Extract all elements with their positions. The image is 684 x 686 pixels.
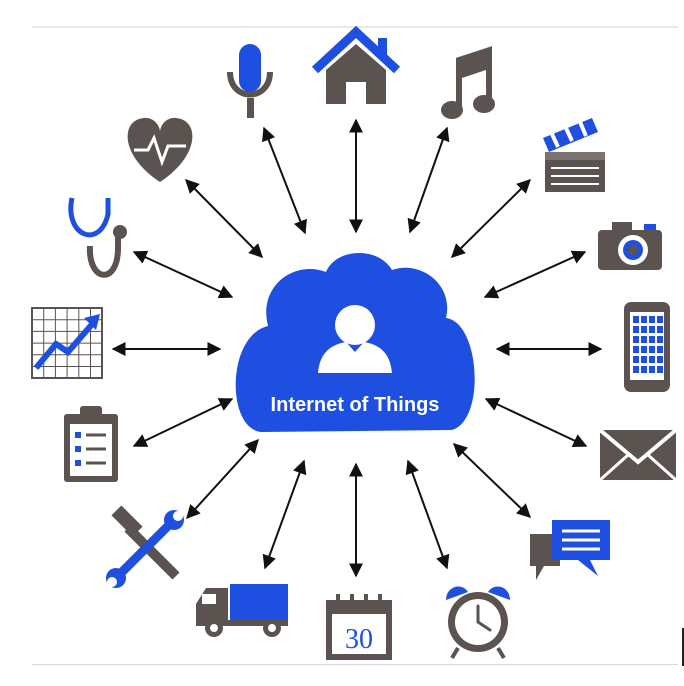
phone-app-tile [641, 356, 647, 363]
phone-app-tile [633, 366, 639, 373]
user-icon [318, 305, 392, 373]
alarm-clock-icon [446, 586, 510, 660]
phone-app-tile [641, 336, 647, 343]
phone-app-tile [649, 316, 655, 323]
growth-chart-icon [31, 307, 103, 379]
phone-app-tile [649, 326, 655, 333]
clipboard-checklist-icon [64, 406, 118, 482]
arrow-chat [452, 443, 532, 518]
calendar-icon: 30 [326, 594, 392, 660]
phone-app-tile [649, 366, 655, 373]
envelope-icon [598, 428, 678, 482]
phone-app-tile [641, 316, 647, 323]
arrow-stethoscope [132, 250, 234, 299]
arrow-clock [405, 459, 450, 570]
chat-bubbles-icon [530, 520, 610, 580]
arrow-heart [185, 179, 263, 258]
calendar-day: 30 [345, 624, 373, 655]
phone-app-tile [657, 366, 663, 373]
arrow-music [407, 126, 450, 234]
phone-app-tile [633, 336, 639, 343]
phone-app-tile [649, 336, 655, 343]
phone-app-tile [633, 326, 639, 333]
arrow-camera [483, 250, 587, 299]
clapperboard-icon [543, 118, 605, 192]
phone-app-tile [657, 356, 663, 363]
phone-app-tile [641, 366, 647, 373]
phone-app-tile [641, 326, 647, 333]
music-note-icon [441, 46, 495, 119]
arrow-truck [262, 459, 307, 570]
arrow-clapper [451, 179, 531, 258]
home-icon [311, 25, 401, 104]
arrow-tools [186, 438, 259, 520]
phone-app-tile [657, 316, 663, 323]
text-cursor [682, 628, 684, 666]
phone-app-tile [657, 326, 663, 333]
phone-app-tile [633, 346, 639, 353]
phone-app-tile [649, 346, 655, 353]
microphone-icon [227, 44, 273, 118]
camera-icon [598, 222, 662, 270]
stethoscope-icon [68, 197, 127, 278]
arrow-clipboard [132, 398, 234, 447]
connection-arrows [111, 118, 603, 578]
arrow-envelope [484, 398, 588, 447]
phone-app-tile [641, 346, 647, 353]
phone-app-tile [657, 336, 663, 343]
smartphone-icon [624, 302, 670, 392]
phone-app-tile [633, 356, 639, 363]
phone-app-tile [649, 356, 655, 363]
tools-icon [106, 505, 184, 588]
arrow-microphone [262, 126, 307, 235]
bottom-divider [32, 664, 678, 665]
iot-cloud: Internet of Things [235, 252, 475, 432]
heart-rate-icon [127, 117, 193, 182]
hub-label: Internet of Things [271, 394, 440, 416]
delivery-truck-icon [196, 584, 288, 637]
phone-app-tile [633, 316, 639, 323]
phone-app-tile [657, 346, 663, 353]
